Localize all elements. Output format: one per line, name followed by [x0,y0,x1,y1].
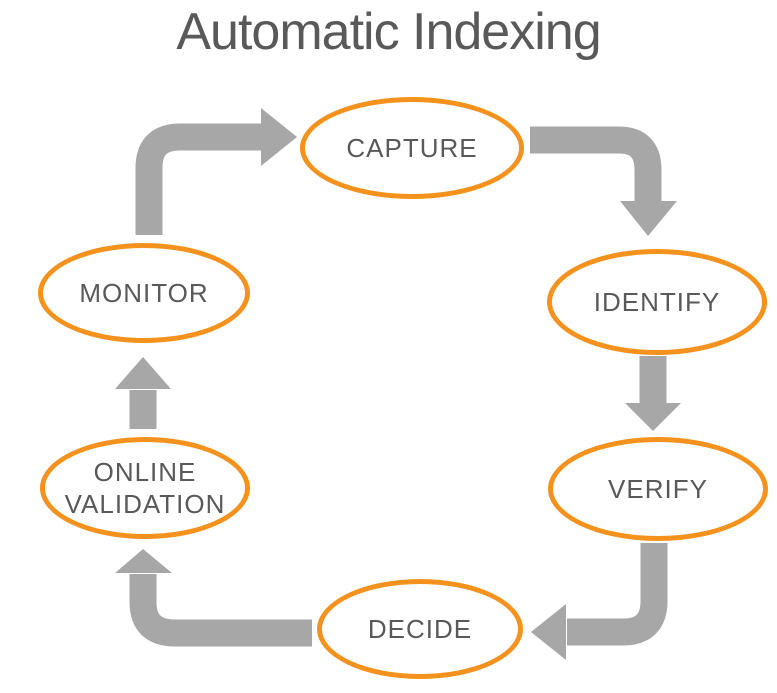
node-decide-label: DECIDE [367,613,473,644]
node-online-validation-label: ONLINE VALIDATION [64,456,226,520]
node-identify: IDENTIFY [547,249,767,355]
arrow-decide-to-online-validation-icon [115,549,312,647]
node-decide: DECIDE [317,579,523,679]
node-verify: VERIFY [548,437,768,541]
arrow-monitor-to-capture-icon [135,108,297,235]
node-capture-label: CAPTURE [346,132,478,163]
arrow-online-validation-to-monitor-icon [115,357,171,429]
node-verify-label: VERIFY [608,473,708,504]
diagram-title: Automatic Indexing [176,3,601,61]
node-identify-label: IDENTIFY [593,286,721,317]
arrow-capture-to-identify-icon [530,126,677,236]
node-monitor: MONITOR [38,243,250,343]
arrow-verify-to-decide-icon [531,543,668,660]
node-monitor-label: MONITOR [79,277,209,308]
arrow-identify-to-verify-icon [625,356,681,431]
node-online-validation: ONLINE VALIDATION [40,437,250,539]
node-capture: CAPTURE [300,97,524,199]
